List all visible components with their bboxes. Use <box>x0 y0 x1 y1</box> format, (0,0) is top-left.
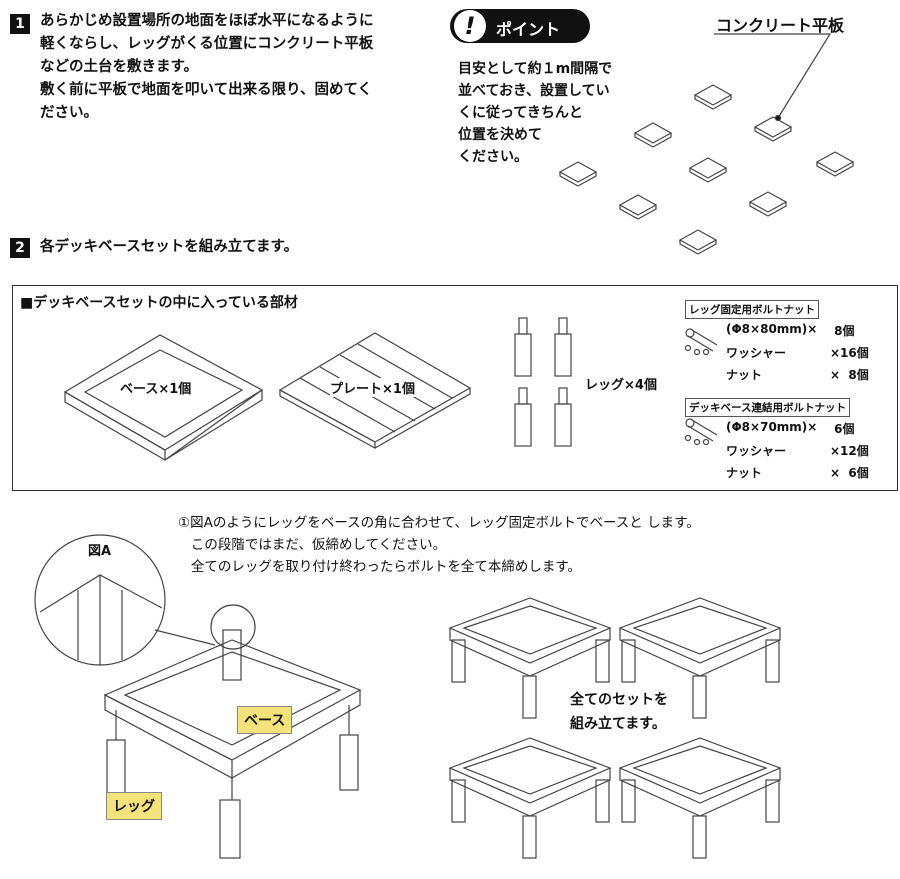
concrete-tile <box>633 122 673 148</box>
all-sets-text: 全てのセットを 組み立てます。 <box>570 692 668 732</box>
base-frame-illustration <box>63 334 264 462</box>
part-name: ワッシャー <box>726 444 787 458</box>
concrete-tile <box>688 157 728 183</box>
base-callout-label: ベース <box>237 706 293 734</box>
part-name: ナット <box>726 368 763 382</box>
part-qty: × 6個 <box>830 466 869 480</box>
detail-circle <box>210 604 256 650</box>
point-label: ポイント <box>496 20 561 39</box>
concrete-tile <box>748 191 788 217</box>
part-qty: 6個 <box>830 422 855 436</box>
part-qty: 8個 <box>830 324 855 338</box>
point-badge: ! ポイント <box>450 9 590 43</box>
leg-callout-label: レッグ <box>106 792 162 820</box>
base-label: ベース×1個 <box>120 382 192 397</box>
step-1-badge: 1 <box>10 14 30 34</box>
bolt-icon-2 <box>684 418 718 446</box>
part-name: (Φ8×70mm)× <box>726 420 818 434</box>
main-assembly-illustration <box>103 629 362 859</box>
concrete-tile <box>753 116 793 142</box>
assembled-sets <box>448 597 782 859</box>
step-1-text: あらかじめ設置場所の地面をほぼ水平になるように 軽くならし、レッグがくる位置にコ… <box>40 13 374 121</box>
concrete-tile <box>618 194 658 220</box>
part-qty: × 8個 <box>830 368 869 382</box>
parts-title: ■デッキベースセットの中に入っている部材 <box>20 295 298 311</box>
callout-leader-line <box>714 33 832 119</box>
leg <box>554 317 572 377</box>
concrete-slab-callout: コンクリート平板 <box>716 16 845 35</box>
callout-dot <box>774 114 782 122</box>
connect-bolt-group-title: デッキベース連結用ボルトナット <box>685 398 850 417</box>
part-name: ワッシャー <box>726 346 787 360</box>
concrete-tile <box>815 151 855 177</box>
leg <box>514 317 532 377</box>
part-name: ナット <box>726 466 763 480</box>
step-2-badge: 2 <box>10 238 30 258</box>
assembled-set <box>618 597 782 719</box>
concrete-tile <box>558 161 598 187</box>
figure-a-label: 図A <box>88 544 112 559</box>
legs-illustration <box>514 317 572 447</box>
step-2-text: 各デッキベースセットを組み立てます。 <box>40 239 299 255</box>
leg-bolt-group-title: レッグ固定用ボルトナット <box>685 300 819 319</box>
assembled-set <box>618 737 782 859</box>
figure-a-detail <box>34 534 216 666</box>
part-name: (Φ8×80mm)× <box>726 322 818 336</box>
concrete-tile <box>678 229 718 255</box>
concrete-tiles <box>558 84 855 255</box>
bolt-icon-1 <box>684 328 718 356</box>
assembled-set <box>448 597 612 719</box>
exclamation-icon: ! <box>454 10 486 42</box>
leg <box>514 387 532 447</box>
assembled-set <box>448 737 612 859</box>
part-qty: ×16個 <box>830 346 869 360</box>
leg <box>554 387 572 447</box>
point-text: 目安として約１m間隔で 並べておき、設置してい くに従ってきちんと 位置を決めて… <box>458 61 613 165</box>
part-qty: ×12個 <box>830 444 869 458</box>
legs-label: レッグ×4個 <box>585 378 657 393</box>
plate-label: プレート×1個 <box>330 378 415 397</box>
instruction-text: ①図Aのようにレッグをベースの角に合わせて、レッグ固定ボルトでベースと します。… <box>178 515 700 575</box>
parts-box <box>12 285 898 491</box>
concrete-tile <box>693 84 733 110</box>
